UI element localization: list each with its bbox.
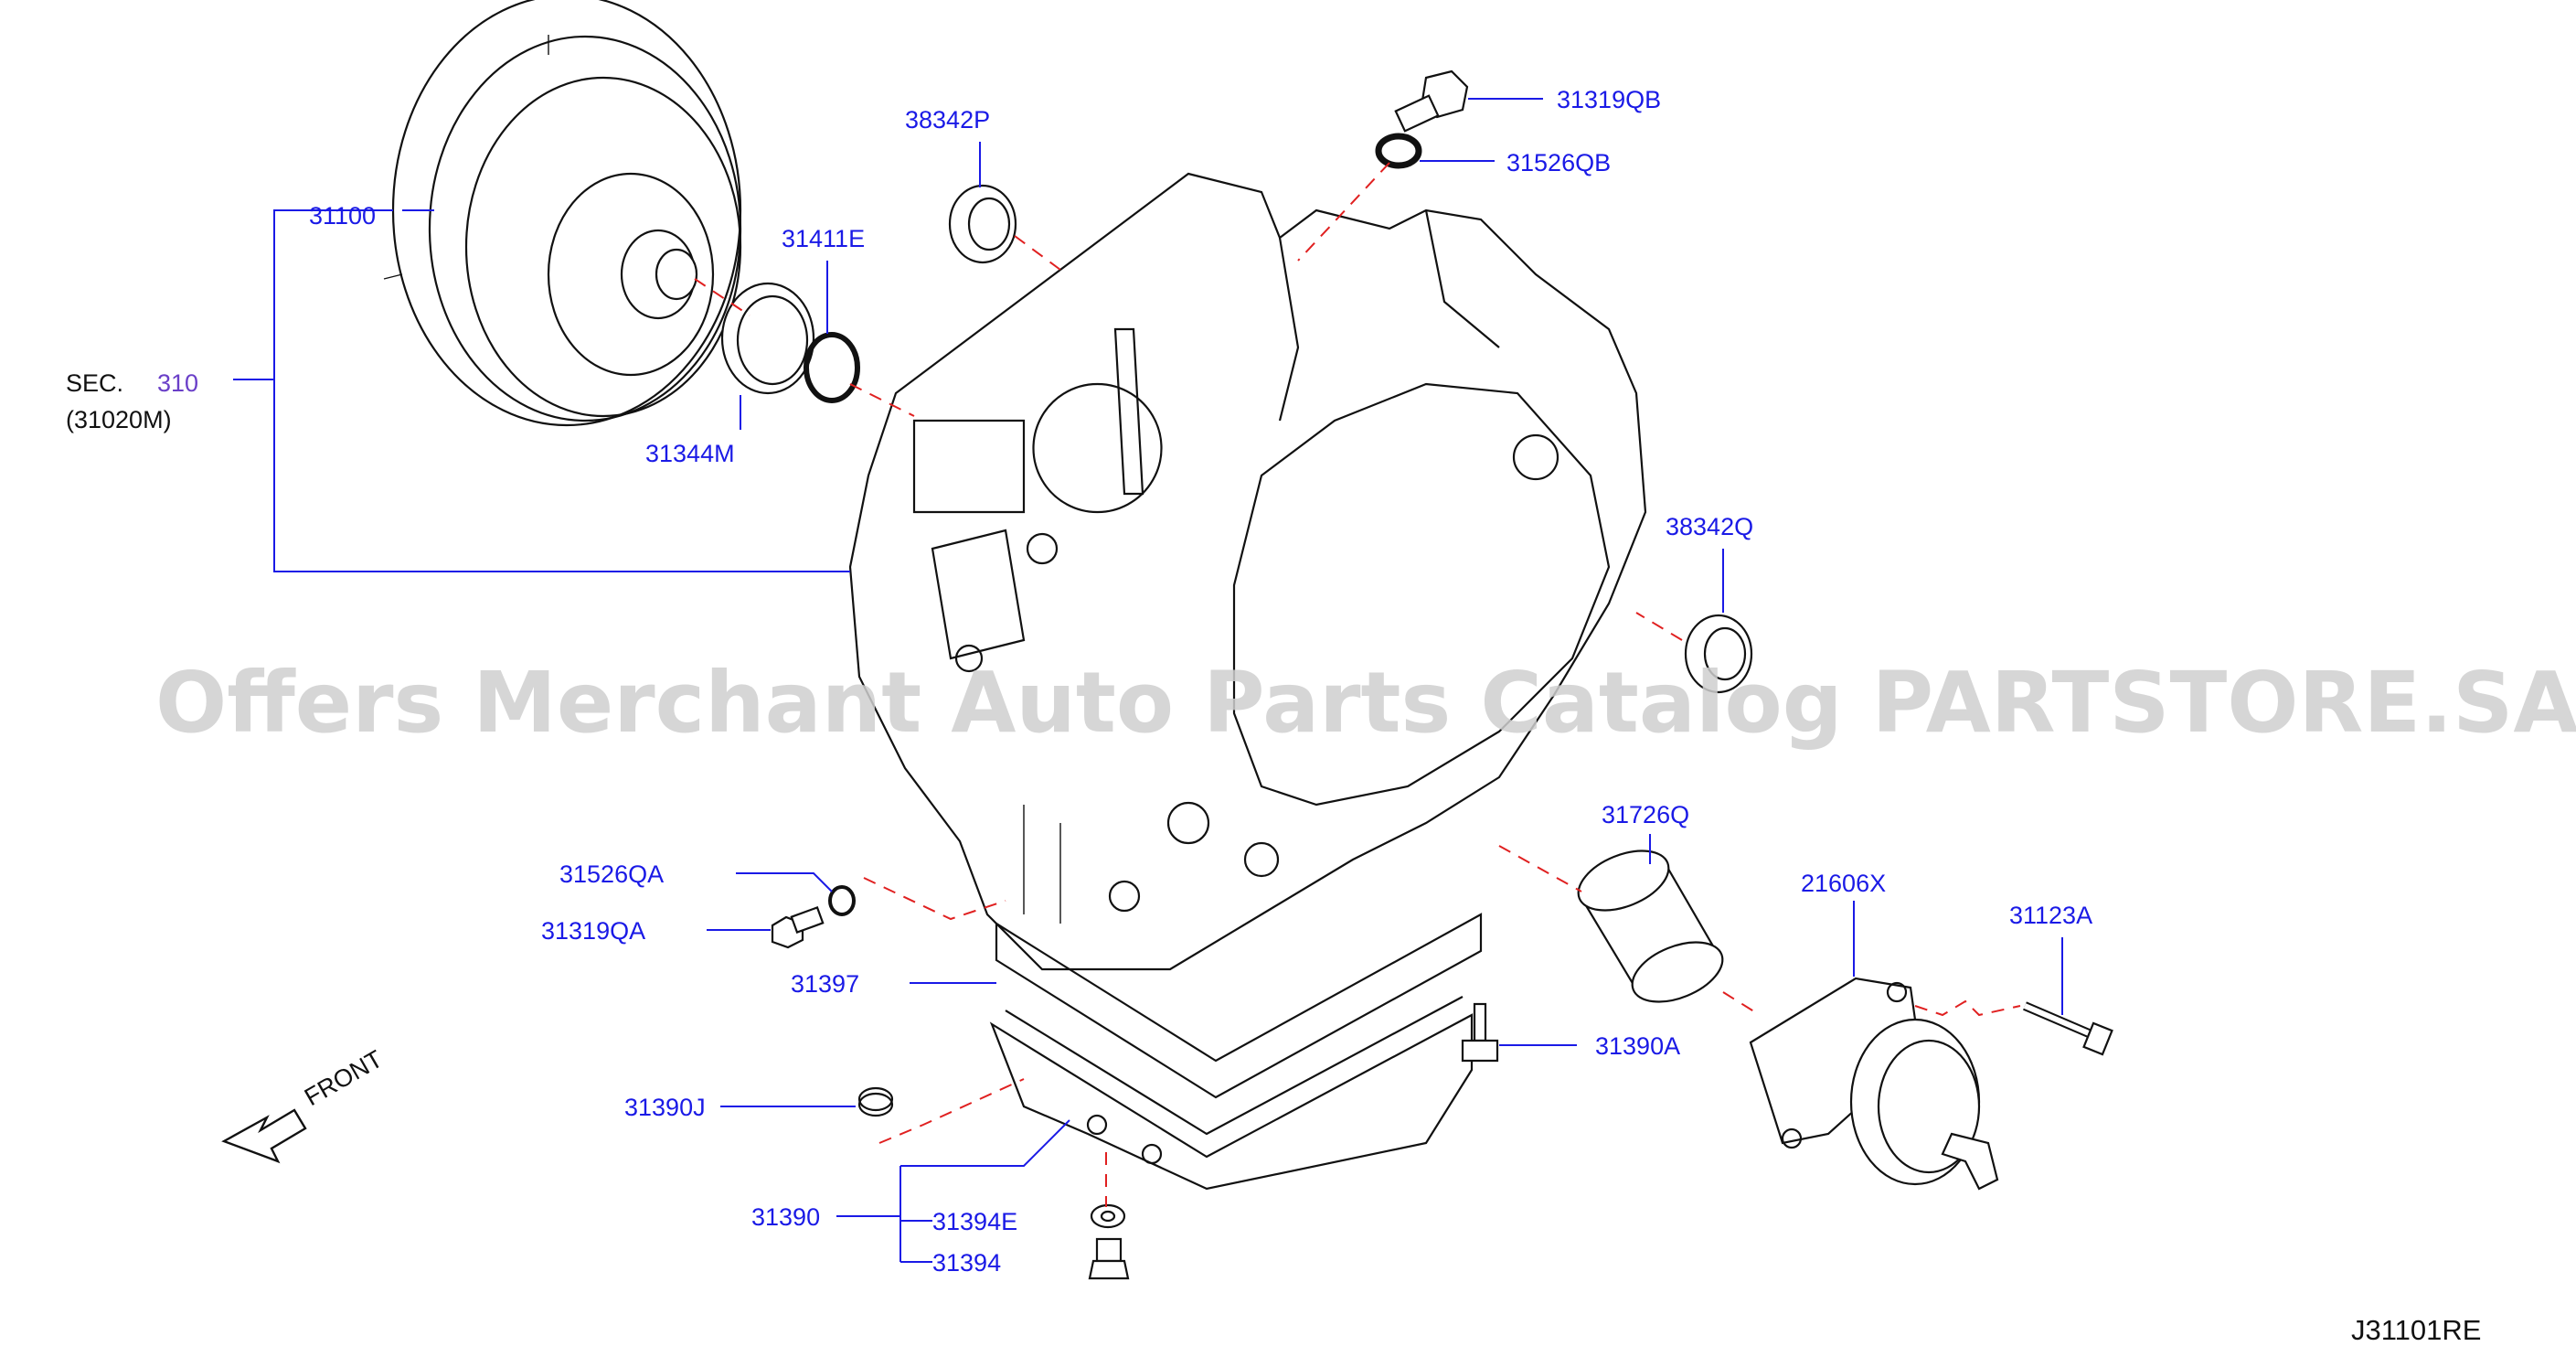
oil-pan-31390[interactable] [989,996,1474,1191]
section-sub: (31020M) [66,406,172,433]
oil-seal-38342q[interactable] [1684,614,1753,694]
label-21606X[interactable]: 21606X [1801,870,1886,897]
label-31397[interactable]: 31397 [791,970,859,998]
seal-ring-31344m[interactable] [720,282,815,395]
label-31526QB[interactable]: 31526QB [1506,149,1611,176]
oil-seal-38342p[interactable] [948,184,1017,264]
front-label: FRONT [300,1045,388,1111]
label-38342Q[interactable]: 38342Q [1666,513,1753,540]
drain-plug-31394[interactable] [1088,1237,1130,1280]
label-38342P[interactable]: 38342P [905,106,990,134]
label-31390[interactable]: 31390 [751,1203,820,1231]
bolt-31319qb[interactable] [1394,69,1469,133]
label-31319QA[interactable]: 31319QA [541,917,645,945]
label-31526QA[interactable]: 31526QA [559,860,664,888]
label-31726Q[interactable]: 31726Q [1602,801,1689,828]
diagram-code: J31101RE [2351,1314,2481,1346]
drain-washer-31394e[interactable] [1090,1203,1126,1229]
section-number[interactable]: 310 [157,369,198,397]
pan-magnet-31390j[interactable] [857,1086,894,1117]
front-arrow-icon [221,1108,307,1164]
bolt-31319qa[interactable] [771,906,825,949]
label-31394E[interactable]: 31394E [932,1208,1017,1235]
o-ring-31526qb[interactable] [1375,133,1422,169]
label-31394[interactable]: 31394 [932,1249,1001,1277]
assembly-dashed-lines [694,162,2021,1207]
pan-bolt-31390a[interactable] [1461,1002,1499,1063]
oil-filter-31726q[interactable] [1570,839,1730,1014]
section-prefix: SEC. [66,369,123,397]
label-31100[interactable]: 31100 [309,202,376,230]
label-31344M[interactable]: 31344M [645,440,735,467]
watermark-text: Offers Merchant Auto Parts Catalog PARTS… [155,654,2576,752]
torque-converter-part[interactable] [383,0,742,427]
o-ring-31526qa[interactable] [828,885,856,916]
bolt-31123a[interactable] [2023,1001,2113,1056]
label-31390J[interactable]: 31390J [624,1094,706,1121]
transaxle-case [848,172,1647,971]
valve-assembly-21606x[interactable] [1749,977,1999,1191]
label-31123A[interactable]: 31123A [2009,902,2092,929]
label-31319QB[interactable]: 31319QB [1557,86,1661,113]
leader-lines [233,98,2063,1263]
oil-pan-gasket-31397[interactable] [995,913,1483,1099]
label-31411E[interactable]: 31411E [782,225,865,252]
o-ring-31411e[interactable] [804,332,860,403]
label-31390A[interactable]: 31390A [1595,1032,1680,1060]
